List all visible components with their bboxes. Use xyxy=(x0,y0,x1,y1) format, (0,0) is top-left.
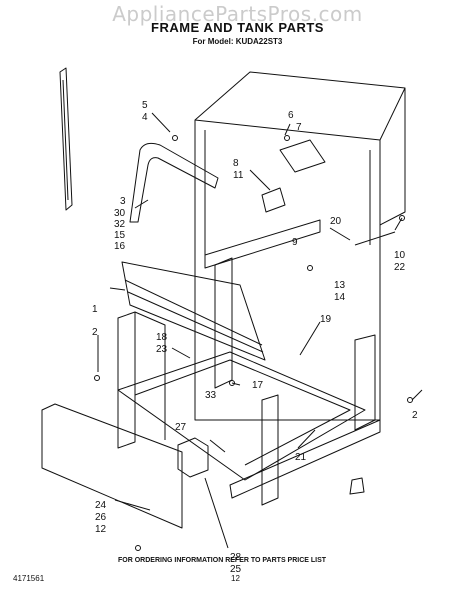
callout-1: 1 xyxy=(92,304,98,315)
callout-17: 17 xyxy=(252,380,264,391)
callout-7: 7 xyxy=(296,122,302,133)
callout-33: 33 xyxy=(205,390,217,401)
callout-4: 4 xyxy=(142,112,148,123)
callout-2-right: 2 xyxy=(412,410,418,421)
callout-3: 3 xyxy=(120,196,126,207)
frame-leg-right xyxy=(354,334,376,431)
callout-9: 9 xyxy=(292,237,298,248)
model-line: For Model: KUDA22ST3 xyxy=(192,37,283,46)
callout-15: 15 xyxy=(114,230,126,241)
frame-leg-left xyxy=(117,311,136,449)
callout-6: 6 xyxy=(288,110,294,121)
hose-loop xyxy=(129,142,219,223)
callout-16: 16 xyxy=(114,241,126,252)
kick-plate xyxy=(41,403,183,529)
frame-leg-front xyxy=(261,394,279,506)
callout-28: 28 xyxy=(230,552,242,563)
callout-19: 19 xyxy=(320,314,332,325)
front-rail xyxy=(121,261,266,361)
document-number: 4171561 xyxy=(13,574,45,583)
motor-box xyxy=(177,437,209,478)
callout-11: 11 xyxy=(233,170,244,181)
tank-box xyxy=(194,71,406,421)
page-number: 12 xyxy=(231,574,240,583)
callout-32: 32 xyxy=(114,219,126,230)
callout-21: 21 xyxy=(295,452,307,463)
frame-leg-center xyxy=(214,257,233,389)
callout-2-left: 2 xyxy=(92,327,98,338)
callout-10: 10 xyxy=(394,250,406,261)
leveling-foot xyxy=(349,477,365,495)
rear-rail xyxy=(204,219,321,269)
base-plate xyxy=(229,419,381,499)
callout-5: 5 xyxy=(142,100,148,111)
side-rail xyxy=(59,67,73,211)
callout-26: 26 xyxy=(95,512,107,523)
callout-23: 23 xyxy=(156,344,168,355)
callout-22: 22 xyxy=(394,262,406,273)
callout-20: 20 xyxy=(330,216,342,227)
callout-13: 13 xyxy=(334,280,346,291)
bracket-6-7 xyxy=(279,139,326,173)
ordering-info-note: FOR ORDERING INFORMATION REFER TO PARTS … xyxy=(118,557,327,564)
watermark: AppliancePartsPros.com xyxy=(112,2,363,26)
bracket-8-11 xyxy=(261,187,286,213)
callout-25: 25 xyxy=(230,564,242,575)
callout-8: 8 xyxy=(233,158,239,169)
callout-14: 14 xyxy=(334,292,346,303)
base-frame xyxy=(117,351,366,481)
callout-27: 27 xyxy=(175,422,187,433)
callout-18: 18 xyxy=(156,332,168,343)
page-title: FRAME AND TANK PARTS xyxy=(151,20,324,35)
callout-12: 12 xyxy=(95,524,107,535)
callout-24: 24 xyxy=(95,500,107,511)
callout-30: 30 xyxy=(114,208,126,219)
